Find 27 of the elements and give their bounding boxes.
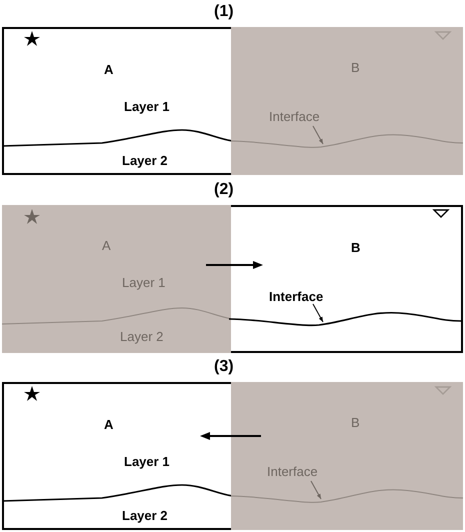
leader-line — [310, 480, 322, 500]
left-region — [2, 205, 231, 353]
right-region — [231, 205, 463, 353]
layer-label: Layer 2 — [120, 329, 164, 344]
layer-label: Layer 2 — [122, 508, 168, 523]
region-label: A — [104, 417, 114, 432]
layer-label: Layer 1 — [124, 99, 170, 114]
region-label: A — [102, 238, 111, 253]
region-label: B — [351, 60, 360, 75]
left-region — [2, 27, 231, 175]
left-region — [2, 382, 231, 530]
interface-label: Interface — [267, 464, 318, 479]
right-region — [231, 27, 463, 175]
right-region — [231, 382, 463, 530]
layer-label: Layer 1 — [124, 454, 170, 469]
interface-label: Interface — [269, 289, 324, 304]
panel-number: (1) — [214, 3, 234, 21]
region-label: A — [104, 62, 114, 77]
leader-line — [312, 304, 324, 322]
panel-number: (2) — [214, 181, 234, 199]
region-label: B — [351, 240, 360, 255]
region-label: B — [351, 415, 360, 430]
leader-line — [312, 126, 324, 144]
interface-label: Interface — [269, 109, 320, 124]
panel-number: (3) — [214, 358, 234, 376]
layer-label: Layer 1 — [122, 275, 166, 290]
layer-label: Layer 2 — [122, 153, 168, 168]
